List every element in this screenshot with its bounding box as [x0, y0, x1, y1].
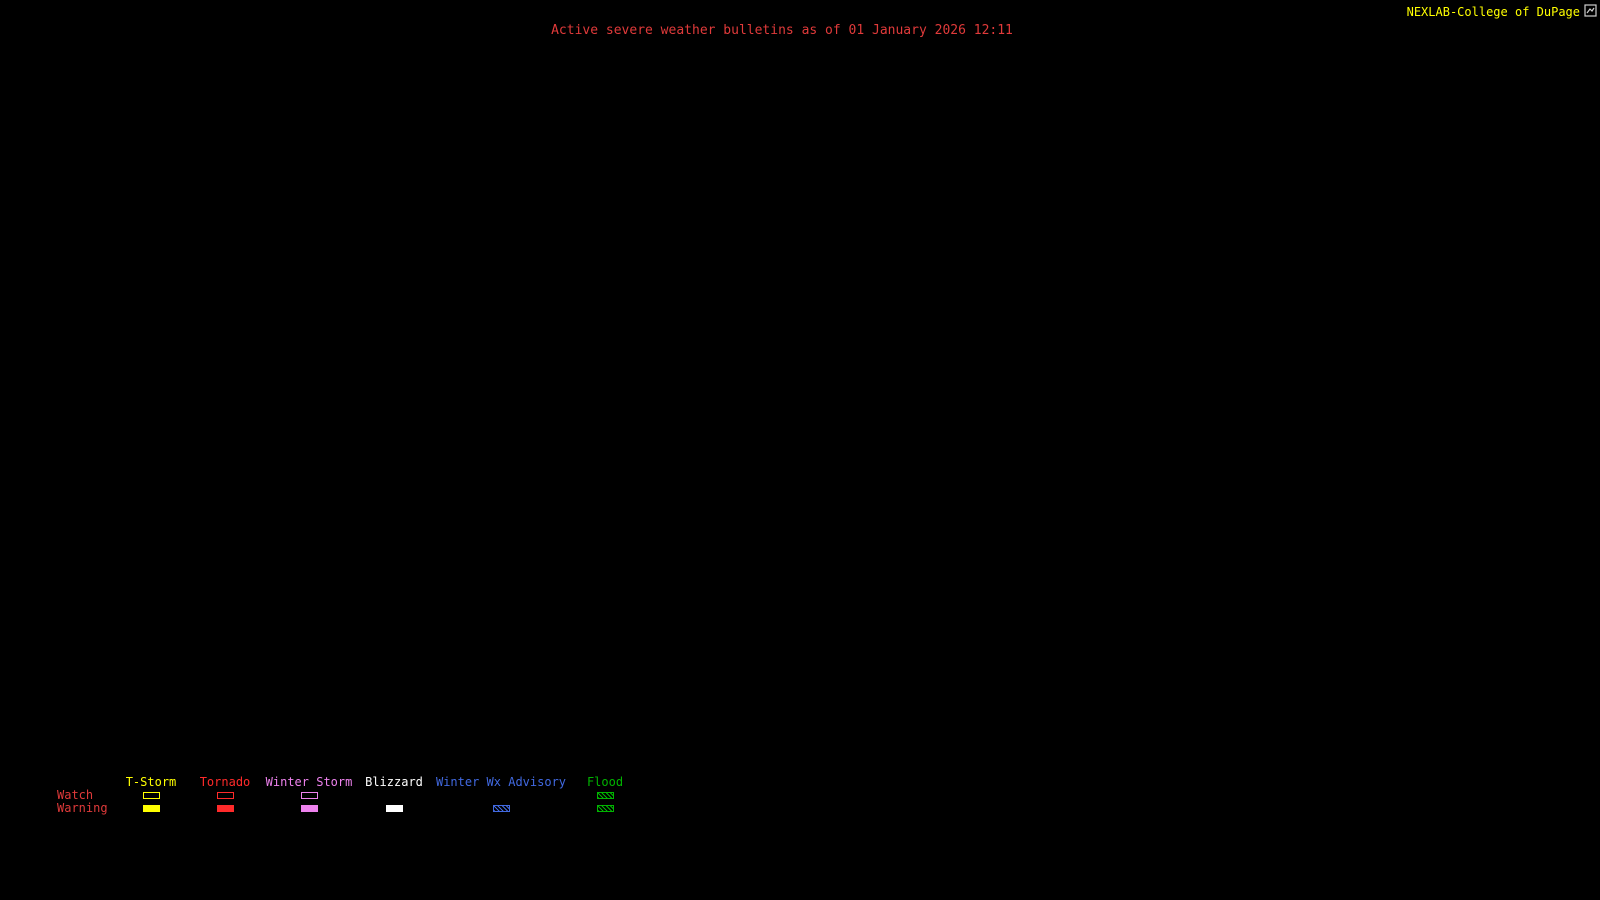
brand-text: NEXLAB-College of DuPage: [1406, 5, 1580, 19]
legend: T-Storm Tornado Winter Storm Blizzard Winter…: [50, 776, 640, 815]
legend-column-label-4: Winter Wx Advisory: [435, 775, 567, 789]
legend-column-label-5: Flood: [586, 775, 624, 789]
legend-swatch-warning-fill: [216, 805, 234, 812]
legend-swatch-cell: [188, 789, 262, 802]
legend-swatch-cell: [262, 802, 356, 815]
legend-swatch-watch-outline: [216, 792, 234, 799]
legend-swatch-cell: [356, 802, 432, 815]
legend-swatch-cell: [570, 789, 640, 802]
legend-swatch-warning-fill: [300, 805, 318, 812]
legend-swatch-cell: [432, 789, 570, 802]
legend-swatch-cell: [262, 789, 356, 802]
legend-swatch-cell: [114, 789, 188, 802]
legend-column-label-0: T-Storm: [125, 775, 177, 789]
legend-swatch-watch-outline: [142, 792, 160, 799]
page-title: Active severe weather bulletins as of 01…: [551, 23, 1013, 38]
legend-swatch-warning-hatch: [596, 805, 614, 812]
legend-column-label-2: Winter Storm: [265, 775, 353, 789]
legend-swatch-cell: [114, 802, 188, 815]
legend-row-label-watch: Watch: [57, 788, 94, 802]
logo-icon: [1584, 4, 1597, 17]
legend-swatch-warning-hatch: [492, 805, 510, 812]
legend-swatch-warning-fill: [142, 805, 160, 812]
legend-swatch-cell: [432, 802, 570, 815]
legend-swatch-cell: [570, 802, 640, 815]
legend-row-label-warning: Warning: [57, 801, 108, 815]
legend-column-label-3: Blizzard: [365, 775, 423, 789]
legend-swatch-watch-outline: [300, 792, 318, 799]
legend-swatch-watch-hatch: [596, 792, 614, 799]
legend-swatch-cell: [188, 802, 262, 815]
legend-swatch-cell: [356, 789, 432, 802]
legend-swatch-warning-fill: [385, 805, 403, 812]
legend-column-label-1: Tornado: [199, 775, 251, 789]
